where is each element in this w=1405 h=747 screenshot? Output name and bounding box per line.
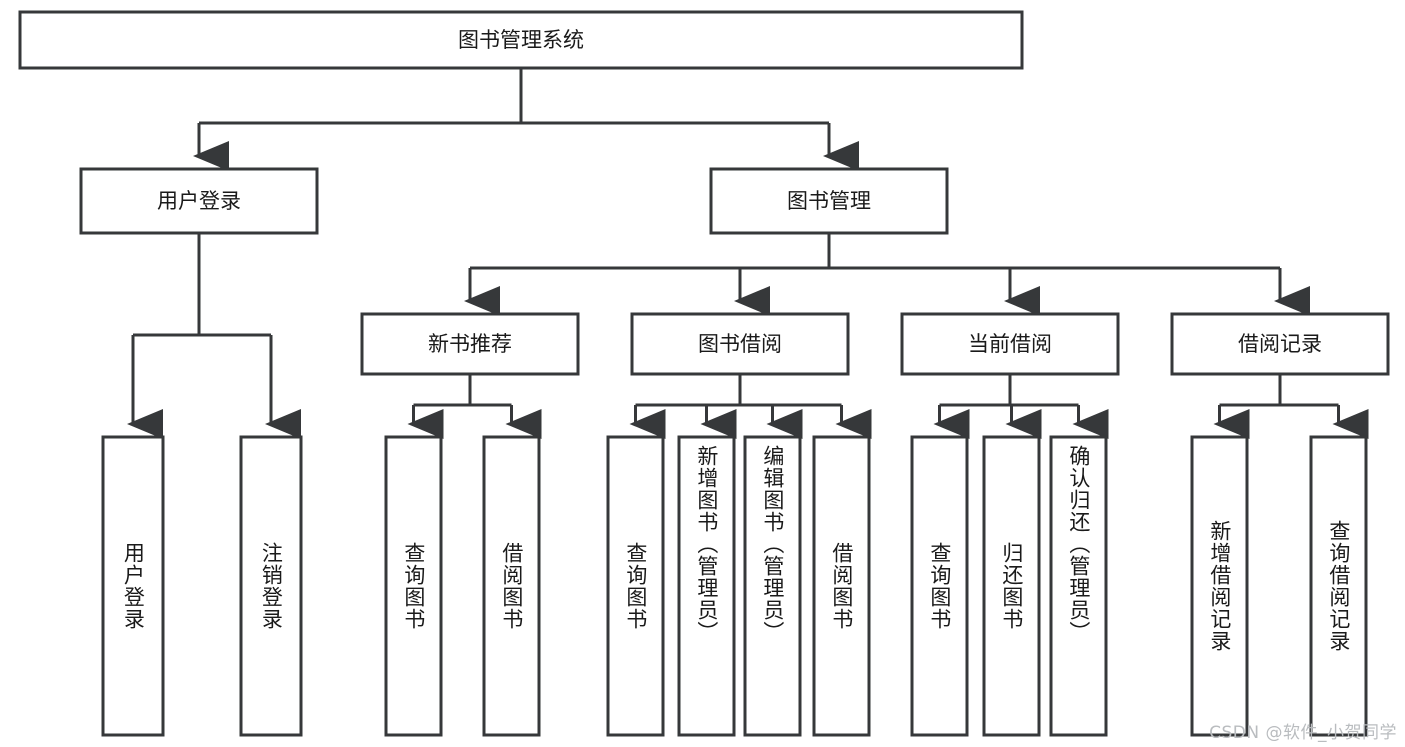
node-box-leaf-confirm-return[interactable] [1049,435,1108,737]
node-box-book-manage[interactable] [709,167,949,235]
node-box-leaf-return-book[interactable] [982,435,1041,737]
node-box-user-login[interactable] [79,167,319,235]
node-label-book-borrow: 图书借阅 [698,332,782,356]
connector-layer [127,68,1369,439]
node-box-leaf-query-book-2[interactable] [606,435,665,737]
node-box-leaf-borrow-book-2[interactable] [812,435,871,737]
node-label-borrow-record: 借阅记录 [1238,332,1322,356]
node-label-root: 图书管理系统 [458,28,584,52]
node-box-leaf-logout[interactable] [239,435,303,737]
node-box-current-borrow[interactable] [900,312,1120,376]
node-label-current-borrow: 当前借阅 [968,332,1052,356]
node-box-leaf-edit-book[interactable] [743,435,802,737]
node-box-new-book-rec[interactable] [360,312,580,376]
node-box-leaf-query-book-3[interactable] [910,435,969,737]
node-box-leaf-borrow-book-1[interactable] [482,435,541,737]
node-box-book-borrow[interactable] [630,312,850,376]
node-box-leaf-query-record[interactable] [1309,435,1368,737]
node-box-leaf-add-book[interactable] [677,435,736,737]
node-label-new-book-rec: 新书推荐 [428,332,512,356]
node-box-root[interactable] [18,10,1024,70]
node-label-user-login: 用户登录 [157,189,241,213]
watermark-text: CSDN @软件_小贺同学 [1209,723,1397,743]
node-label-book-manage: 图书管理 [787,189,871,213]
node-box-leaf-add-record[interactable] [1190,435,1249,737]
node-box-leaf-query-book-1[interactable] [384,435,443,737]
node-box-leaf-user-login[interactable] [101,435,165,737]
node-box-layer [18,10,1390,737]
node-box-borrow-record[interactable] [1170,312,1390,376]
